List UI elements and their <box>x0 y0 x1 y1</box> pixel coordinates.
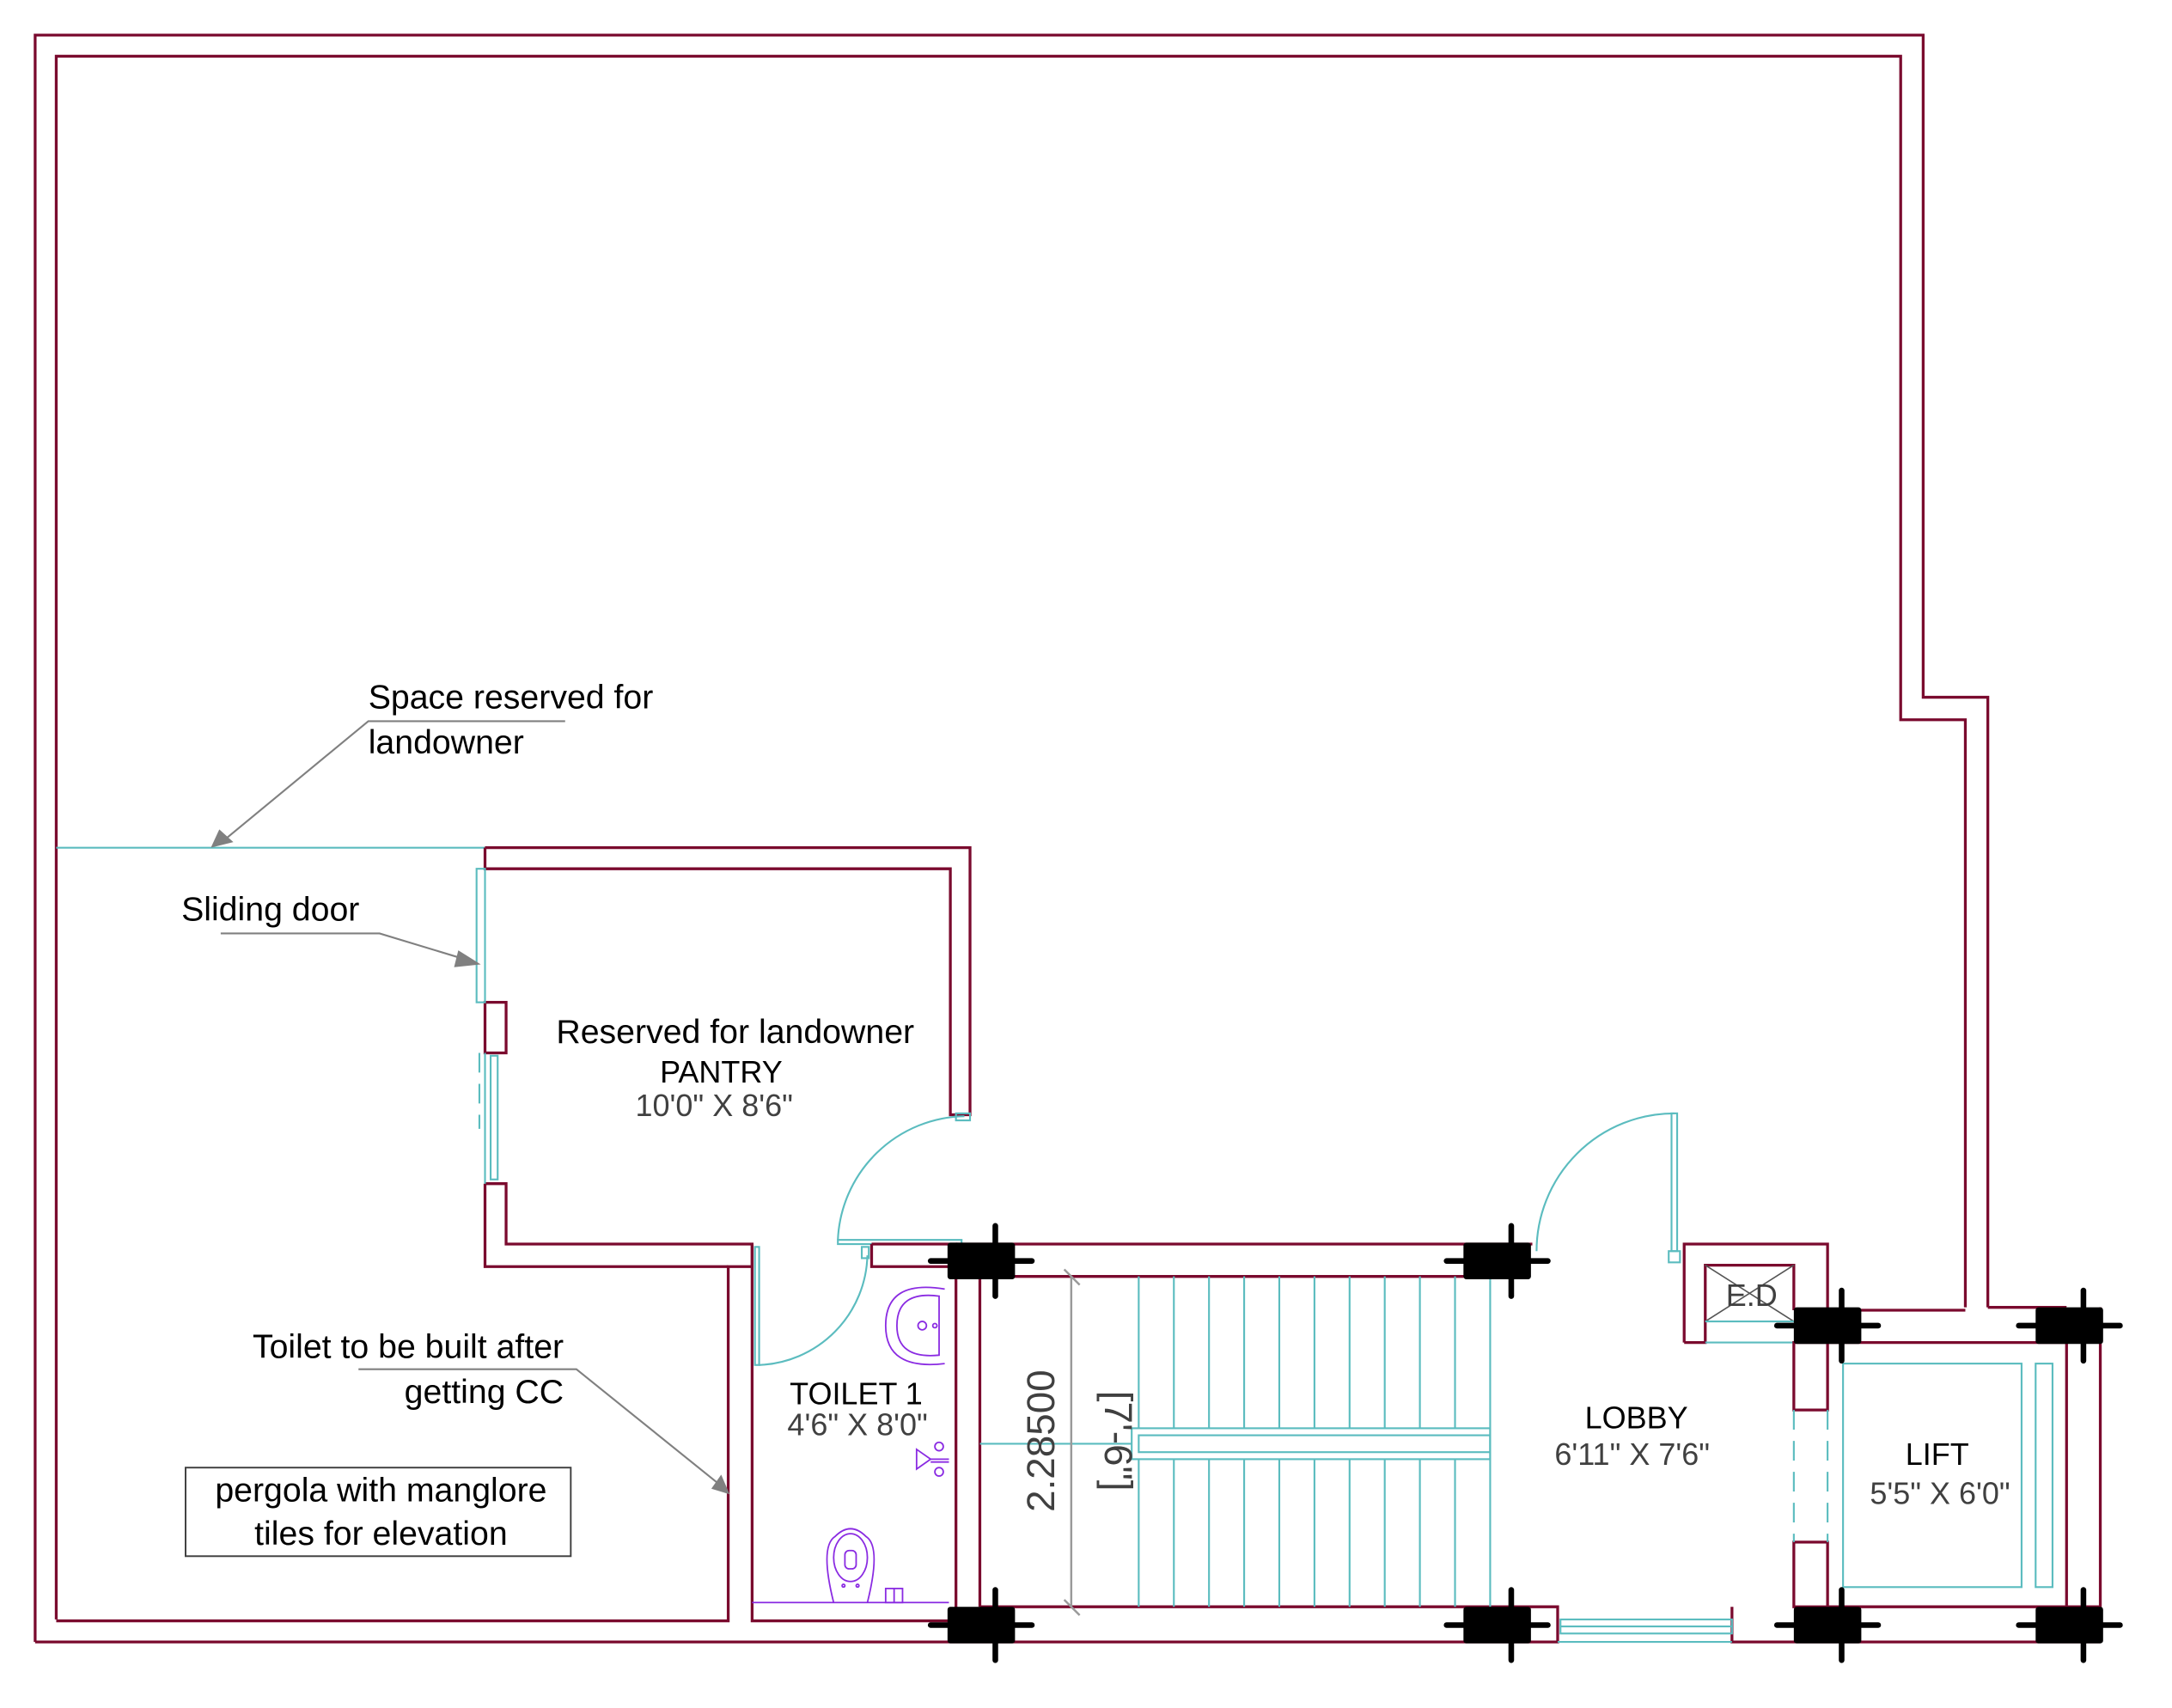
leader-space-reserved <box>210 720 565 848</box>
pergola-note: pergola with manglore tiles for elevatio… <box>185 1467 572 1558</box>
stair-dimension-imperial: [7'-6"] <box>1096 1391 1140 1491</box>
toilet-future-label-line1: Toilet to be built after <box>253 1328 564 1366</box>
toilet-future-label-line2: getting CC <box>405 1373 564 1411</box>
stair-treads <box>1138 1276 1456 1607</box>
space-reserved-label-line1: Space reserved for <box>369 679 654 717</box>
lobby-name-label: LOBBY <box>1585 1400 1688 1435</box>
wc-toilet-icon <box>826 1528 876 1603</box>
sliding-door <box>475 868 499 1184</box>
column-icon <box>2016 1287 2123 1364</box>
space-reserved-label-line2: landowner <box>369 723 524 761</box>
structural-columns <box>927 1223 2123 1663</box>
flush-icon <box>884 1588 904 1604</box>
toilet-fixtures <box>752 1286 949 1604</box>
pantry-note-label: Reserved for landowner <box>556 1013 914 1051</box>
lobby-window <box>1557 1618 1733 1644</box>
stair-dimension-metric: 2.28500 <box>1019 1369 1063 1512</box>
leader-toilet-future <box>358 1368 730 1495</box>
pantry-door <box>837 1112 972 1246</box>
column-icon <box>1773 1287 1882 1364</box>
lobby-size-label: 6'11" X 7'6" <box>1554 1437 1710 1472</box>
pergola-note-line1: pergola with manglore <box>215 1471 546 1509</box>
toilet-door <box>753 1246 870 1366</box>
lobby-door <box>1535 1112 1681 1264</box>
ed-label: E.D <box>1726 1278 1778 1313</box>
stair-handrail <box>979 1276 1492 1607</box>
wash-basin-icon <box>884 1286 945 1366</box>
leader-sliding-door <box>220 932 481 967</box>
sliding-door-label: Sliding door <box>181 891 359 929</box>
column-icon <box>1443 1223 1551 1299</box>
lift-walls <box>1730 1306 2102 1644</box>
pantry-name-label: PANTRY <box>660 1054 783 1089</box>
electrical-duct: E.D <box>1682 1242 1829 1345</box>
column-icon <box>1443 1587 1551 1663</box>
staircase-walls <box>955 1242 1559 1644</box>
column-icon <box>2016 1587 2123 1663</box>
column-icon <box>927 1223 1035 1299</box>
toilet-size-label: 4'6" X 8'0" <box>787 1407 927 1443</box>
lift-name-label: LIFT <box>1906 1437 1969 1472</box>
column-icon <box>1773 1587 1882 1663</box>
stair-dimension: 2.28500 [7'-6"] <box>1019 1268 1140 1616</box>
pergola-note-line2: tiles for elevation <box>254 1515 508 1552</box>
column-icon <box>927 1587 1035 1663</box>
toilet-name-label: TOILET 1 <box>790 1376 923 1412</box>
shower-tap-icon <box>915 1441 949 1477</box>
lift-size-label: 5'5" X 6'0" <box>1870 1476 2010 1511</box>
outer-boundary-wall <box>34 34 1990 1644</box>
pantry-size-label: 10'0" X 8'6" <box>636 1088 793 1123</box>
